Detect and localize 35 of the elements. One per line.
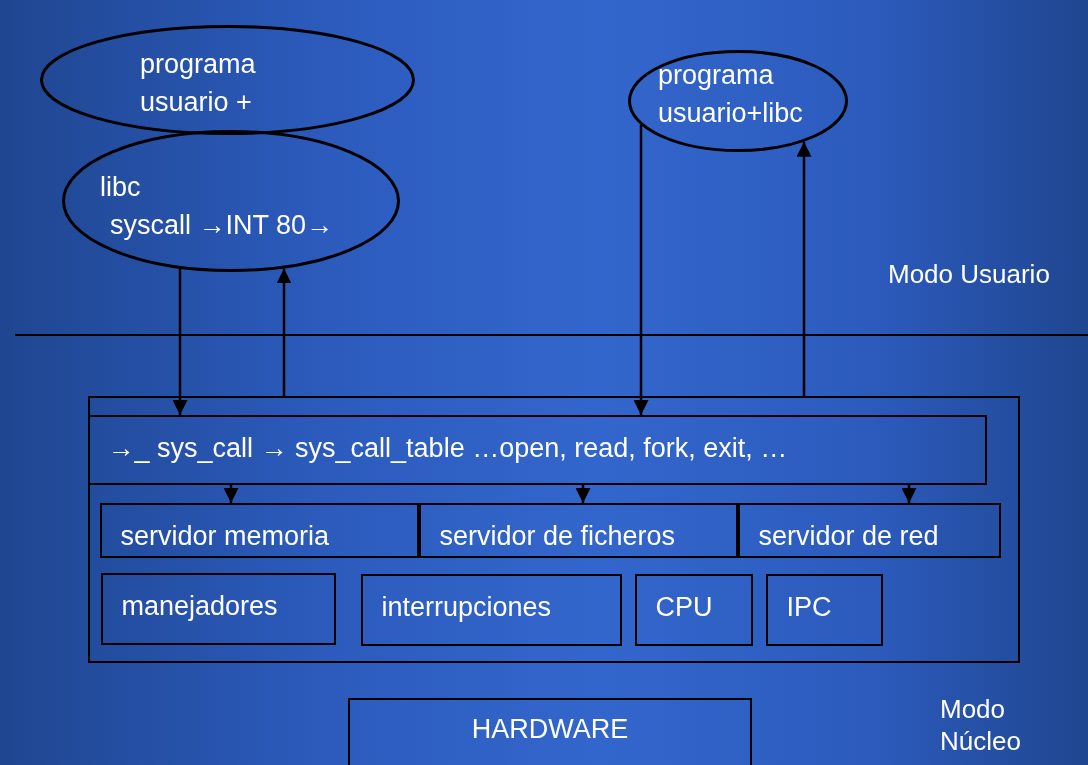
container-box bbox=[88, 396, 1020, 663]
node-label: manejadores bbox=[121, 589, 278, 623]
arrow bbox=[633, 125, 649, 415]
ellipse-node bbox=[40, 25, 415, 135]
arrow bbox=[172, 268, 188, 415]
mode-label: Modo Usuario bbox=[888, 258, 1050, 290]
node-label: servidor de red bbox=[758, 519, 939, 553]
process-box bbox=[100, 572, 336, 645]
ellipse-node bbox=[628, 50, 848, 152]
node-label: HARDWARE bbox=[471, 713, 629, 746]
node-label: CPU bbox=[655, 590, 713, 624]
node-label: syscall →INT 80→ bbox=[109, 209, 334, 242]
process-box bbox=[634, 573, 753, 646]
process-box bbox=[348, 698, 752, 765]
node-label: libc bbox=[100, 171, 141, 204]
process-box bbox=[99, 502, 419, 558]
process-box bbox=[765, 573, 883, 646]
mode-label: Modo Núcleo bbox=[940, 693, 1022, 757]
arrow bbox=[575, 485, 591, 503]
node-label: programa usuario + bbox=[140, 48, 257, 119]
node-label: IPC bbox=[786, 590, 832, 624]
process-box bbox=[737, 502, 1001, 558]
ellipse-node bbox=[62, 130, 400, 272]
arrow bbox=[796, 141, 812, 396]
arrow bbox=[901, 485, 917, 503]
node-label: servidor memoria bbox=[120, 519, 330, 553]
process-box bbox=[87, 414, 987, 485]
process-box bbox=[360, 573, 622, 646]
node-label: programa usuario+libc bbox=[658, 59, 804, 130]
node-label: interrupciones bbox=[381, 590, 552, 624]
process-box bbox=[418, 502, 738, 558]
arrow bbox=[223, 485, 239, 503]
node-label: servidor de ficheros bbox=[439, 519, 676, 553]
arrow bbox=[276, 268, 292, 396]
node-label: →_ sys_call → sys_call_table …open, read, fork, exit, … bbox=[107, 431, 788, 465]
